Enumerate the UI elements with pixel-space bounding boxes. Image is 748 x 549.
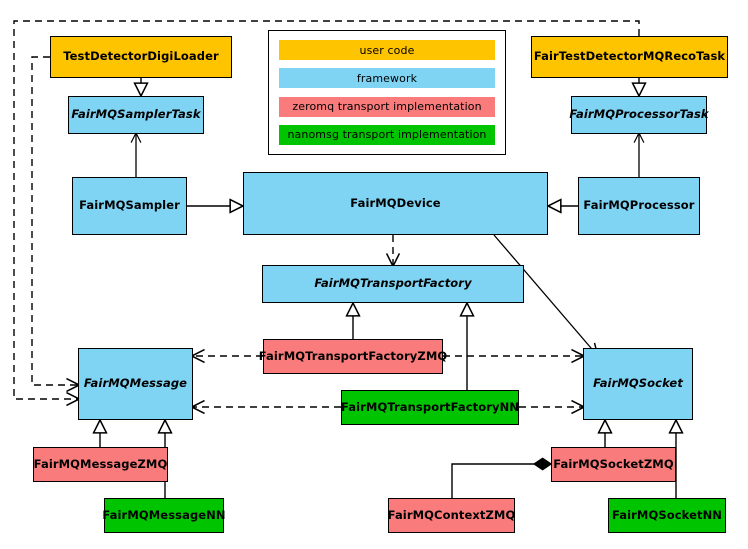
edge-group-composition [451,457,553,498]
class-node-label: FairMQSocketNN [611,507,723,522]
class-node-label: FairTestDetectorMQRecoTask [533,49,726,64]
class-node-FairMQMessage[interactable]: FairMQMessage [78,348,193,420]
legend-item-zeromq: zeromq transport implementation [279,96,495,117]
legend-label-zeromq: zeromq transport implementation [292,100,482,114]
legend-label-framework: framework [356,71,418,85]
class-node-FairMQTransportFactory[interactable]: FairMQTransportFactory [262,265,524,303]
class-node-label: FairMQSocketZMQ [553,456,674,471]
class-node-FairMQMessageZMQ[interactable]: FairMQMessageZMQ [33,447,168,482]
class-node-FairMQSocketZMQ[interactable]: FairMQSocketZMQ [551,447,676,482]
class-node-FairMQContextZMQ[interactable]: FairMQContextZMQ [388,498,515,533]
class-node-FairMQSocketNN[interactable]: FairMQSocketNN [608,498,726,533]
class-node-label: FairMQContextZMQ [387,507,516,522]
class-node-FairMQProcessorTask[interactable]: FairMQProcessorTask [569,96,709,134]
legend-item-nanomsg: nanomsg transport implementation [279,124,495,145]
edge-socketzmq-to-contextzmq [451,457,553,498]
class-node-FairMQProcessor[interactable]: FairMQProcessor [578,177,700,235]
class-node-label: FairMQSocket [593,376,683,391]
class-node-FairMQDevice[interactable]: FairMQDevice [243,172,548,235]
legend-item-framework: framework [279,68,495,89]
class-node-FairMQTransportFactoryZMQ[interactable]: FairMQTransportFactoryZMQ [259,339,447,374]
class-node-FairMQSamplerTask[interactable]: FairMQSamplerTask [68,96,204,134]
edge-group-association [136,134,639,355]
class-node-label: FairMQMessageNN [102,507,226,522]
class-node-label: FairMQProcessor [583,198,695,213]
class-node-FairMQSampler[interactable]: FairMQSampler [72,177,187,235]
class-node-label: FairMQTransportFactoryZMQ [258,348,448,363]
class-node-FairMQMessageNN[interactable]: FairMQMessageNN [102,498,226,533]
class-node-label: FairMQMessageZMQ [33,456,168,471]
class-node-label: FairMQTransportFactory [314,276,472,291]
class-node-label: FairMQTransportFactoryNN [340,399,520,414]
legend-label-nanomsg: nanomsg transport implementation [287,128,487,142]
class-node-FairTestDetectorMQRecoTask[interactable]: FairTestDetectorMQRecoTask [531,36,728,78]
class-node-TestDetectorDigiLoader[interactable]: TestDetectorDigiLoader [50,36,232,78]
class-node-label: FairMQSampler [79,198,180,213]
legend-label-user-code: user code [359,43,415,57]
class-node-label: FairMQMessage [83,376,188,391]
class-node-FairMQSocket[interactable]: FairMQSocket [583,348,693,420]
class-node-label: TestDetectorDigiLoader [63,49,219,64]
class-node-label: FairMQDevice [350,195,441,210]
legend: user code framework zeromq transport imp… [268,30,506,155]
class-node-label: FairMQProcessorTask [569,107,709,122]
class-node-label: FairMQSamplerTask [71,107,201,122]
class-node-FairMQTransportFactoryNN[interactable]: FairMQTransportFactoryNN [341,390,519,425]
legend-item-user-code: user code [279,40,495,60]
